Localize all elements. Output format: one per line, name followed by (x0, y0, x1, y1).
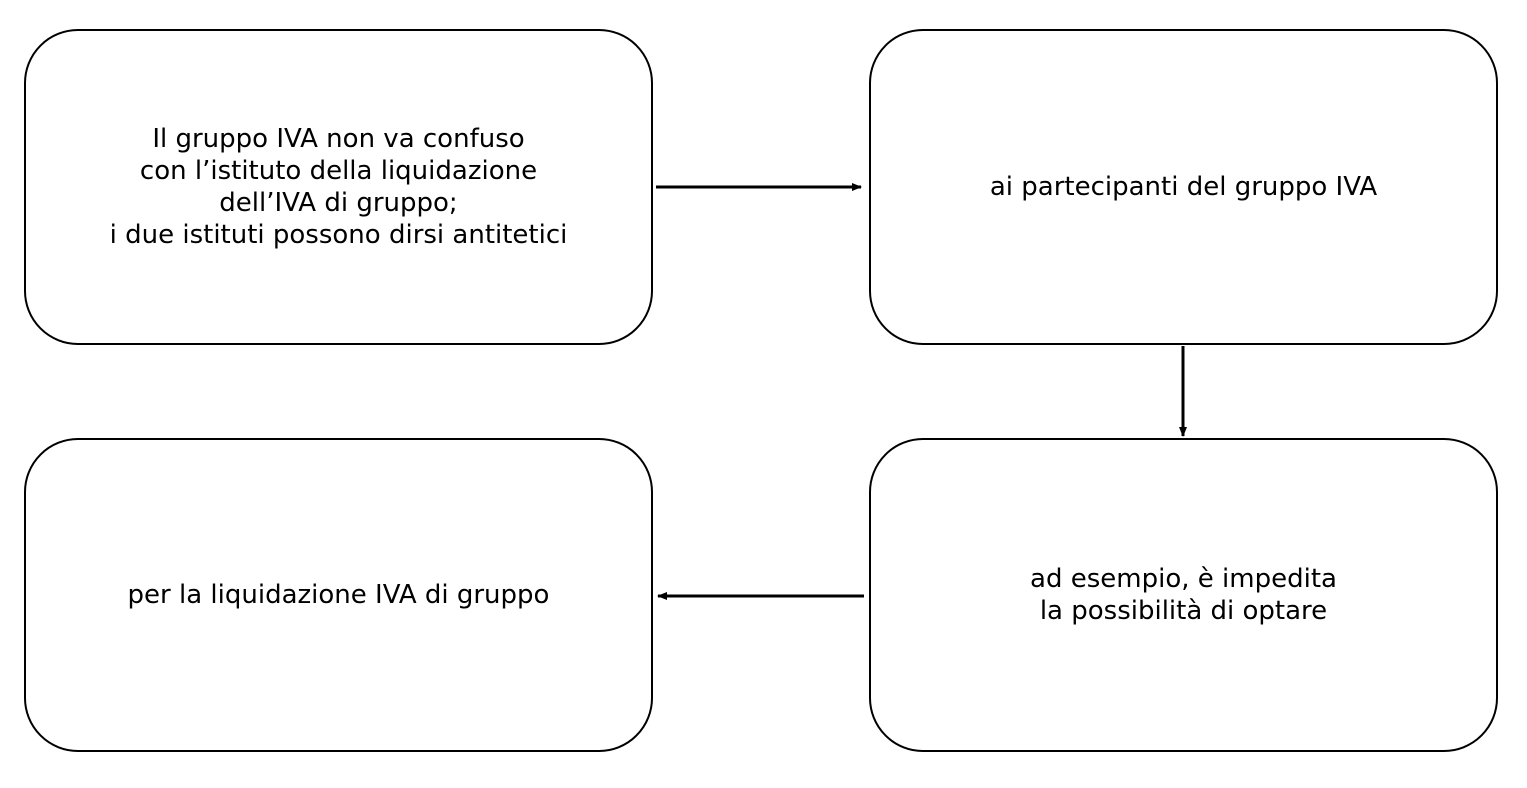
flow-box-3-text: ad esempio, è impedita la possibilità di… (1030, 564, 1337, 626)
flow-box-4-text: per la liquidazione IVA di gruppo (127, 580, 550, 610)
flow-box-4: per la liquidazione IVA di gruppo (24, 438, 653, 752)
flow-box-1: Il gruppo IVA non va confuso con l’istit… (24, 29, 653, 345)
flow-box-3: ad esempio, è impedita la possibilità di… (869, 438, 1498, 752)
flow-box-2: ai partecipanti del gruppo IVA (869, 29, 1498, 345)
flow-box-2-text: ai partecipanti del gruppo IVA (989, 172, 1378, 202)
flow-box-1-text: Il gruppo IVA non va confuso con l’istit… (109, 124, 568, 250)
